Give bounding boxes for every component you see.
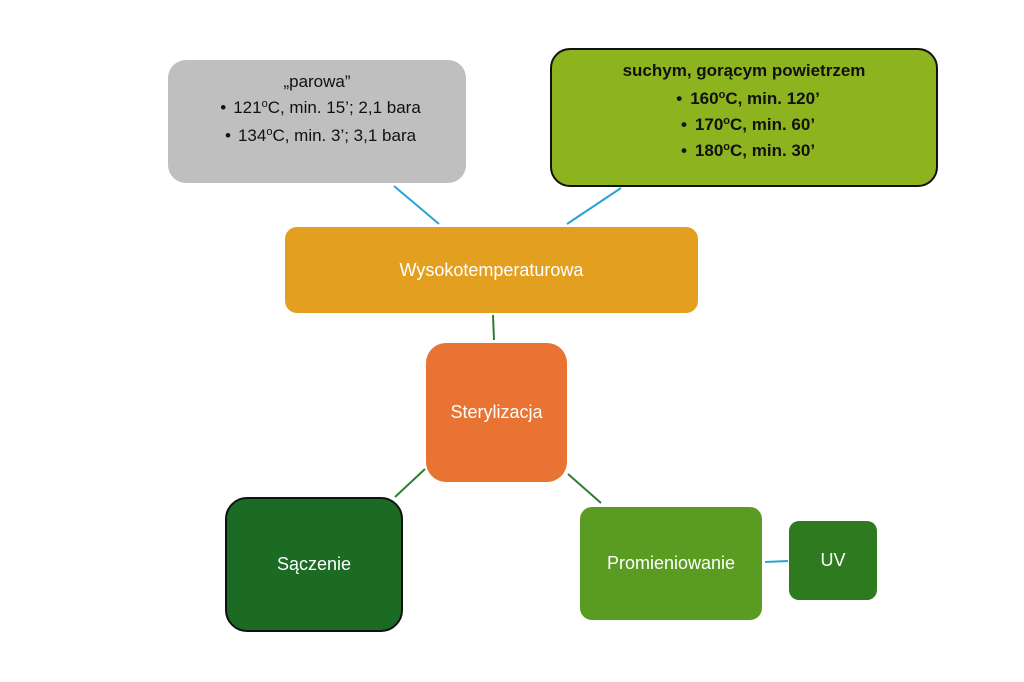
connector-wysokotemperaturowa-sterylizacja — [492, 314, 495, 341]
node-promieniowanie-label: Promieniowanie — [606, 553, 736, 573]
node-promieniowanie: Promieniowanie — [580, 507, 762, 620]
connector-sterylizacja-saczenie — [394, 468, 426, 498]
node-saczenie: Sączenie — [225, 497, 403, 632]
degree-mark: o — [723, 115, 731, 127]
node-suchym-list: 160oC, min. 120’ 170oC, min. 60’ 180oC, … — [564, 89, 924, 161]
node-sterylizacja-label: Sterylizacja — [450, 402, 543, 422]
node-uv: UV — [789, 521, 877, 600]
node-uv-label: UV — [820, 550, 846, 570]
degree-mark: o — [723, 141, 731, 153]
node-parowa-item: 121oC, min. 15’; 2,1 bara — [182, 98, 452, 118]
node-parowa-title: „parowa” — [283, 72, 351, 91]
node-wysokotemperaturowa-label: Wysokotemperaturowa — [399, 259, 584, 280]
node-suchym-title: suchym, gorącym powietrzem — [622, 61, 866, 80]
node-suchym-item: 180oC, min. 30’ — [564, 141, 924, 161]
node-suchym-item: 170oC, min. 60’ — [564, 115, 924, 135]
degree-mark: o — [718, 89, 726, 101]
node-parowa-item: 134oC, min. 3’; 3,1 bara — [182, 126, 452, 146]
node-parowa-list: 121oC, min. 15’; 2,1 bara 134oC, min. 3’… — [182, 98, 452, 146]
node-wysokotemperaturowa: Wysokotemperaturowa — [285, 227, 698, 313]
degree-mark: o — [266, 126, 273, 138]
node-saczenie-label: Sączenie — [276, 554, 352, 574]
node-suchym: suchym, gorącym powietrzem 160oC, min. 1… — [550, 48, 938, 187]
connector-promieniowanie-uv — [764, 560, 789, 563]
connector-sterylizacja-promieniowanie — [567, 473, 602, 504]
connector-suchym-wysokotemperaturowa — [566, 187, 622, 225]
degree-mark: o — [261, 98, 268, 110]
node-sterylizacja: Sterylizacja — [426, 343, 567, 482]
node-parowa: „parowa” 121oC, min. 15’; 2,1 bara 134oC… — [168, 60, 466, 183]
node-suchym-item: 160oC, min. 120’ — [564, 89, 924, 109]
connector-parowa-wysokotemperaturowa — [393, 185, 440, 225]
